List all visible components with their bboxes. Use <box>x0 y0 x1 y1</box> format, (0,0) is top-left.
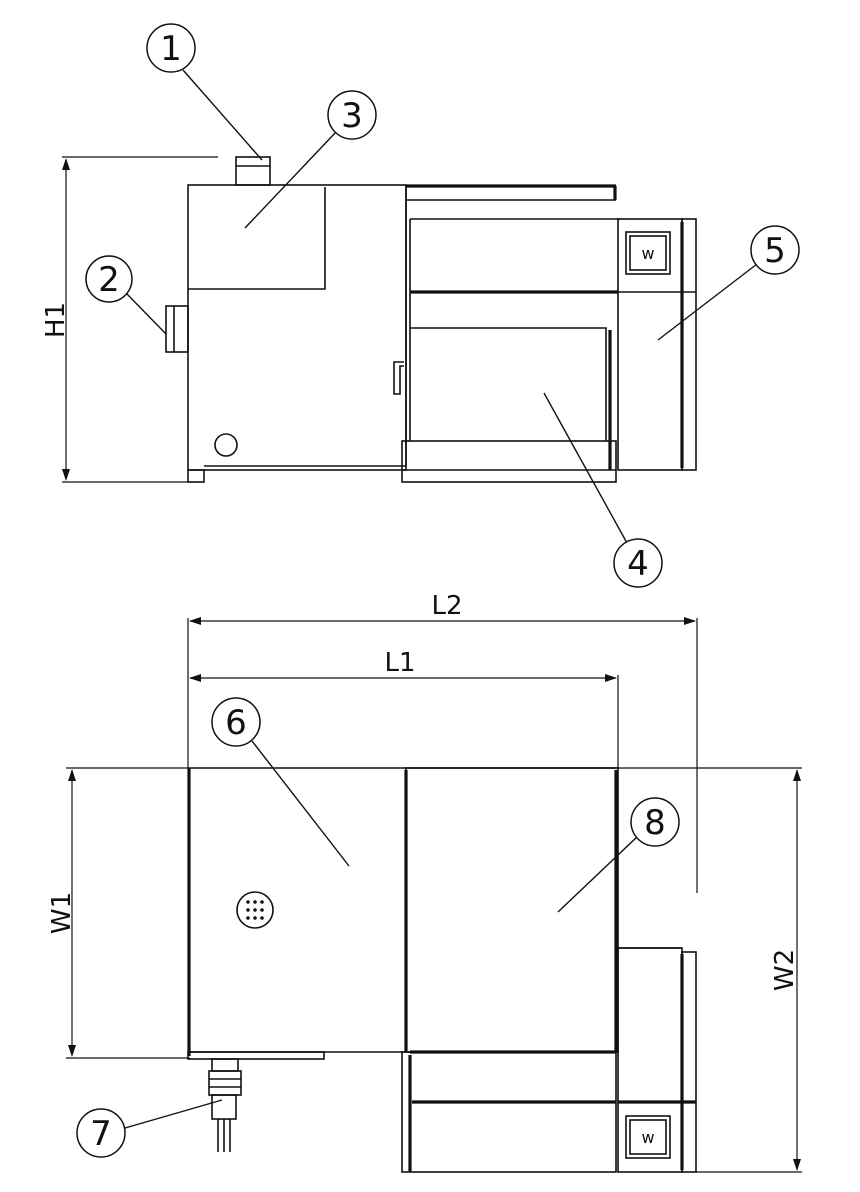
main-body-side <box>187 184 407 483</box>
dimension-l1: L1 <box>189 648 619 768</box>
dimension-w2: W2 <box>618 767 802 1173</box>
module-top <box>401 767 619 1173</box>
dimension-label-w2: W2 <box>770 949 800 991</box>
top-view: L2 L1 W1 W2 <box>47 591 802 1173</box>
dimension-label-h1: H1 <box>41 302 71 338</box>
callout-2: 2 <box>85 255 167 335</box>
callout-7: 7 <box>76 1099 223 1158</box>
svg-text:3: 3 <box>341 96 363 136</box>
svg-text:4: 4 <box>627 544 649 584</box>
dimension-label-l1: L1 <box>384 648 415 678</box>
drain-plug <box>214 433 238 457</box>
callout-4: 4 <box>543 392 663 588</box>
svg-text:8: 8 <box>644 803 666 843</box>
side-port <box>165 305 189 353</box>
end-panel-side: w <box>617 218 697 471</box>
dimension-label-w1: W1 <box>47 892 77 934</box>
side-view: H1 <box>41 23 800 588</box>
dimension-h1: H1 <box>41 156 218 483</box>
vent-grille <box>236 891 274 929</box>
svg-text:1: 1 <box>160 29 182 69</box>
callout-3: 3 <box>244 90 377 229</box>
panel-mark-side: w <box>641 244 654 263</box>
valve-fitting <box>208 1058 242 1152</box>
panel-mark-top: w <box>641 1128 654 1147</box>
module-side <box>393 184 620 483</box>
dimension-l2: L2 <box>187 591 698 893</box>
callout-8: 8 <box>557 797 680 913</box>
main-body-top <box>187 767 618 1060</box>
callout-6: 6 <box>211 697 350 867</box>
end-panel-top: w <box>617 947 697 1173</box>
dimension-w1: W1 <box>47 767 190 1059</box>
svg-text:2: 2 <box>98 260 120 300</box>
callout-5: 5 <box>657 225 800 341</box>
svg-text:5: 5 <box>764 231 786 271</box>
top-port <box>235 156 271 186</box>
svg-text:6: 6 <box>225 703 247 743</box>
callout-1: 1 <box>146 23 263 161</box>
dimension-label-l2: L2 <box>431 591 462 621</box>
svg-text:7: 7 <box>90 1114 112 1154</box>
